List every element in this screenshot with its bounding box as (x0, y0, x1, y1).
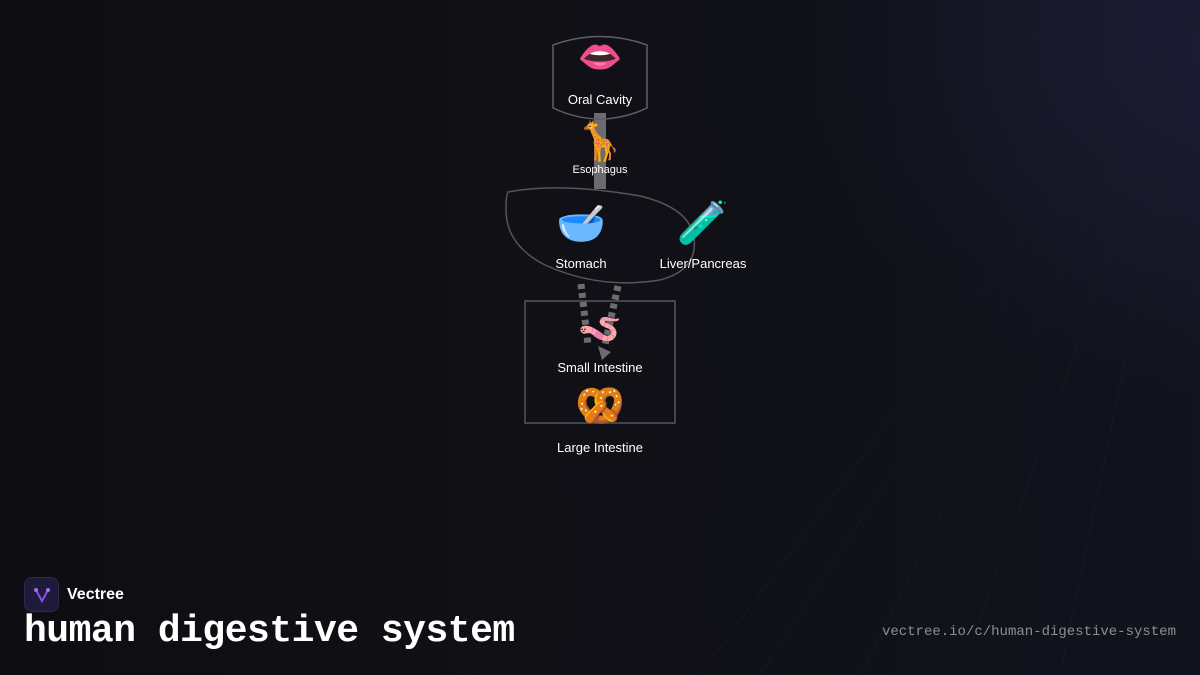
vectree-logo-icon (24, 577, 59, 612)
liver-pancreas-label: Liver/Pancreas (659, 256, 747, 271)
giraffe-icon: 🦒 (576, 119, 624, 163)
page-title: human digestive system (24, 610, 515, 653)
stomach-outline (505, 187, 696, 284)
oral-cavity-label: Oral Cavity (567, 92, 633, 107)
liver-to-intestine-connector (601, 285, 622, 346)
lips-icon: 👄 (577, 37, 623, 78)
stomach-label: Stomach (555, 256, 607, 271)
brand[interactable]: Vectree (24, 577, 124, 612)
bowl-icon: 🥣 (556, 201, 606, 247)
page-url[interactable]: vectree.io/c/human-digestive-system (881, 624, 1176, 640)
worm-icon: 🪱 (577, 309, 623, 350)
arrow-head (598, 346, 611, 360)
small-intestine-label: Small Intestine (557, 360, 643, 375)
stomach-to-intestine-connector (577, 283, 592, 346)
intestine-outline (524, 300, 676, 424)
brand-name: Vectree (67, 585, 124, 603)
esophagus-label: Esophagus (572, 164, 628, 176)
test-tube-icon: 🧪 (676, 198, 730, 247)
oral-cavity-outline (552, 35, 648, 120)
esophagus-connector (594, 113, 606, 189)
pretzel-icon: 🥨 (575, 383, 625, 429)
large-intestine-label: Large Intestine (556, 440, 644, 455)
